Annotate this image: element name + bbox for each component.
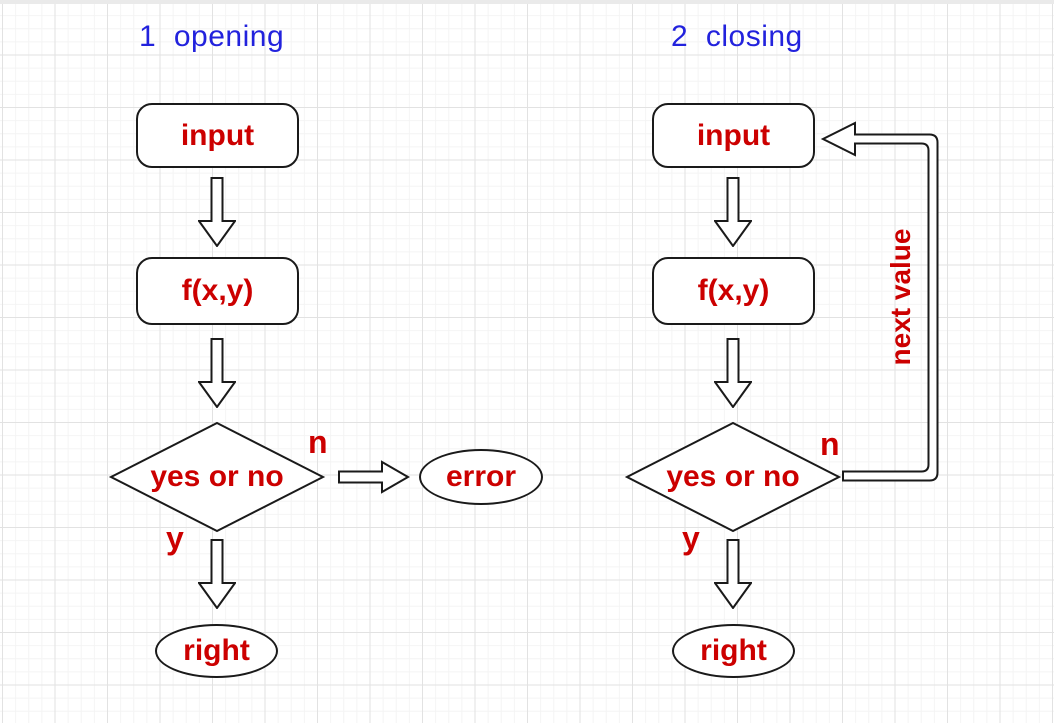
closing-decision-label: yes or no (666, 460, 800, 493)
opening-no-label: n (308, 424, 328, 460)
opening-result-label: right (183, 634, 250, 667)
closing-no-label: n (820, 426, 840, 462)
flowchart-opening-title: 1 opening (139, 20, 285, 53)
closing-result-label: right (700, 634, 767, 667)
closing-function-node[interactable]: f(x,y) (652, 257, 815, 325)
opening-function-node[interactable]: f(x,y) (136, 257, 299, 325)
flowchart-closing-title: 2 closing (671, 20, 803, 53)
down-arrow[interactable] (714, 539, 752, 609)
opening-decision-node[interactable]: yes or no (108, 421, 326, 533)
closing-decision-node[interactable]: yes or no (624, 421, 842, 533)
loop-connector[interactable] (818, 115, 950, 490)
closing-input-label: input (696, 118, 771, 152)
closing-yes-label: y (682, 520, 700, 556)
right-arrow[interactable] (338, 460, 410, 494)
opening-input-node[interactable]: input (136, 103, 299, 168)
loop-next-value-label: next value (885, 228, 916, 366)
opening-decision-label: yes or no (150, 460, 284, 493)
opening-yes-label: y (166, 520, 184, 556)
closing-result-node[interactable]: right (672, 624, 795, 678)
down-arrow[interactable] (714, 177, 752, 247)
opening-function-label: f(x,y) (181, 274, 254, 307)
opening-result-node[interactable]: right (155, 624, 278, 678)
down-arrow[interactable] (198, 177, 236, 247)
window-top-edge (0, 0, 1054, 4)
down-arrow[interactable] (198, 539, 236, 609)
down-arrow[interactable] (198, 338, 236, 408)
opening-error-label: error (445, 460, 517, 493)
down-arrow[interactable] (714, 338, 752, 408)
closing-function-label: f(x,y) (697, 274, 770, 307)
opening-error-node[interactable]: error (419, 449, 543, 505)
opening-input-label: input (180, 118, 255, 152)
closing-input-node[interactable]: input (652, 103, 815, 168)
